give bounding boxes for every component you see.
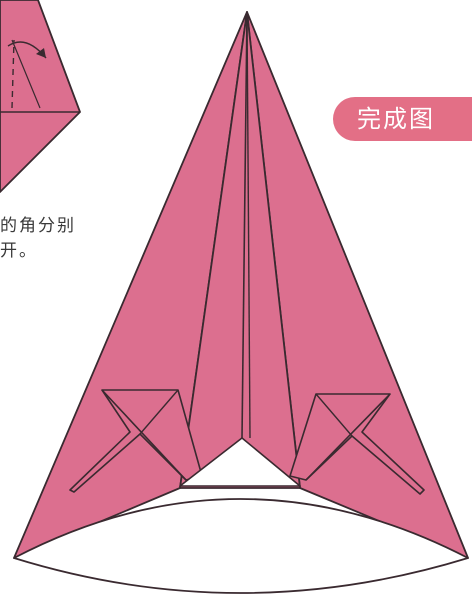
hat-center-face: [179, 11, 301, 489]
previous-step-fragment: [0, 0, 81, 193]
left-fold-edge: [101, 389, 187, 481]
instruction-line-1: 的角分别: [0, 216, 76, 236]
right-fold-inner: [315, 393, 353, 437]
instruction-text: 的角分别 开。: [0, 214, 76, 264]
instruction-line-2: 开。: [0, 241, 38, 261]
left-fold-inner: [139, 389, 179, 435]
arrowhead-icon: [36, 48, 46, 58]
hat-brim: [13, 498, 469, 594]
center-seam-left: [241, 11, 248, 439]
right-fold-edge: [305, 393, 391, 481]
white-crown-triangle: [179, 437, 301, 487]
dashed-fold-guide: [11, 39, 15, 109]
completed-hat: [13, 11, 469, 594]
completed-figure-badge: 完成图: [333, 97, 472, 141]
crease-line: [11, 39, 41, 109]
badge-label: 完成图: [357, 105, 435, 133]
center-seam-right: [246, 11, 251, 439]
